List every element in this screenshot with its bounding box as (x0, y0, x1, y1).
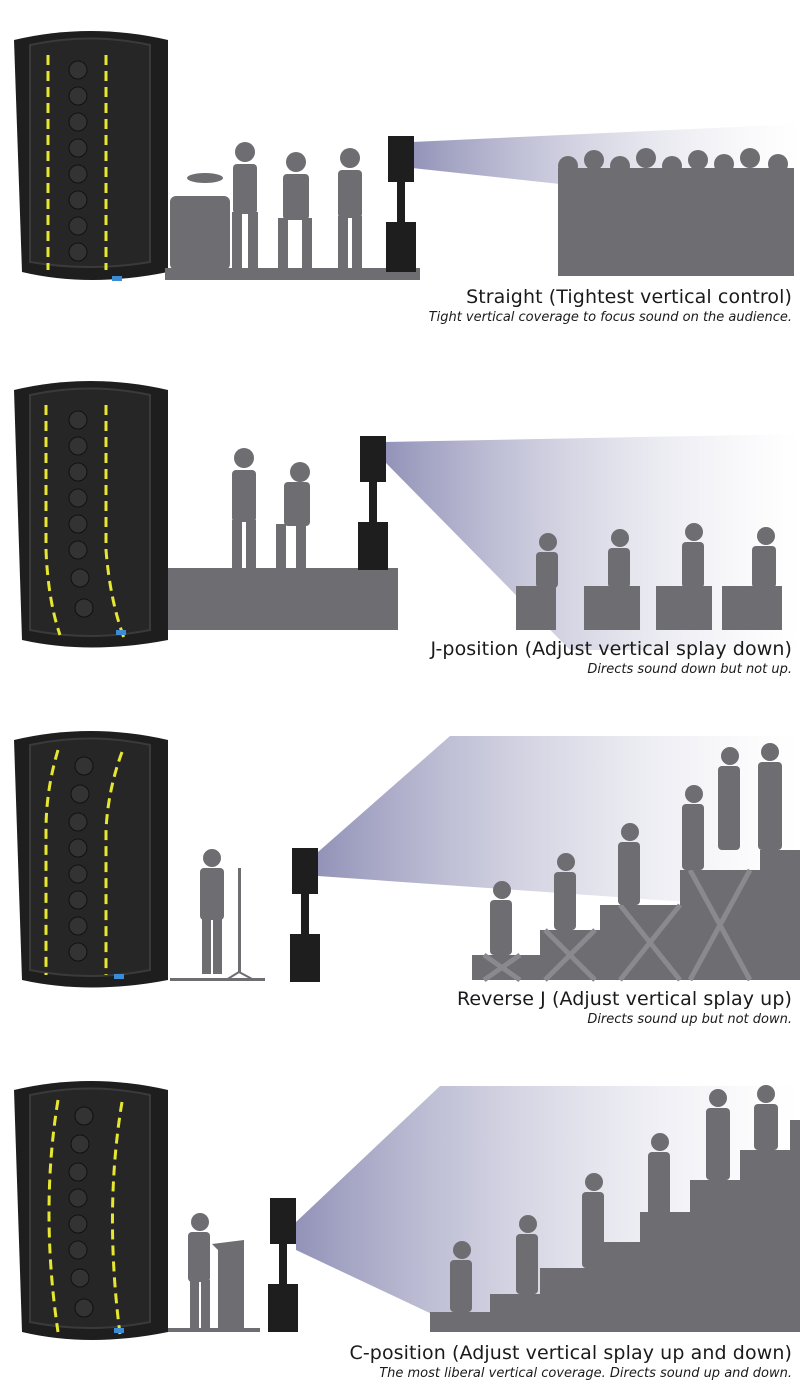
caption-title: J-position (Adjust vertical splay down) (430, 638, 792, 660)
caption-j-position: J-position (Adjust vertical splay down) … (430, 638, 792, 677)
caption-c-position: C-position (Adjust vertical splay up and… (349, 1342, 792, 1381)
caption-reverse-j: Reverse J (Adjust vertical splay up) Dir… (457, 988, 792, 1027)
panel-c-position: C-position (Adjust vertical splay up and… (0, 1050, 800, 1400)
panel-j-position: J-position (Adjust vertical splay down) … (0, 350, 800, 700)
caption-title: Straight (Tightest vertical control) (466, 286, 792, 308)
panel-reverse-j: Reverse J (Adjust vertical splay up) Dir… (0, 700, 800, 1050)
caption-title: C-position (Adjust vertical splay up and… (349, 1342, 792, 1364)
caption-description: Tight vertical coverage to focus sound o… (428, 310, 792, 325)
reverse-j-illustration (14, 731, 800, 988)
stage-silhouette-icon (168, 448, 398, 630)
caption-description: Directs sound up but not down. (587, 1012, 792, 1027)
speaker-array-icon (14, 31, 168, 281)
caption-straight: Straight (Tightest vertical control) Tig… (429, 286, 792, 325)
speaker-array-icon (14, 381, 168, 648)
bleacher-audience-silhouette-icon (472, 743, 800, 983)
band-silhouette-icon (165, 142, 420, 280)
caption-description: Directs sound down but not up. (587, 662, 792, 677)
speaker-array-icon (14, 731, 168, 988)
speaker-array-icon (14, 1081, 168, 1340)
presenter-silhouette-icon (170, 849, 265, 981)
j-position-illustration (14, 381, 800, 650)
tiered-audience-silhouette-icon (430, 1085, 800, 1332)
c-position-illustration (14, 1081, 800, 1340)
column-speaker-icon (290, 736, 800, 982)
lectern-silhouette-icon (168, 1213, 260, 1332)
straight-illustration (14, 31, 800, 281)
audience-silhouette-icon (558, 148, 794, 276)
seated-audience-silhouette-icon (516, 523, 782, 630)
caption-title: Reverse J (Adjust vertical splay up) (456, 988, 792, 1010)
caption-description: The most liberal vertical coverage. Dire… (379, 1366, 792, 1381)
panel-straight: Straight (Tightest vertical control) Tig… (0, 0, 800, 350)
